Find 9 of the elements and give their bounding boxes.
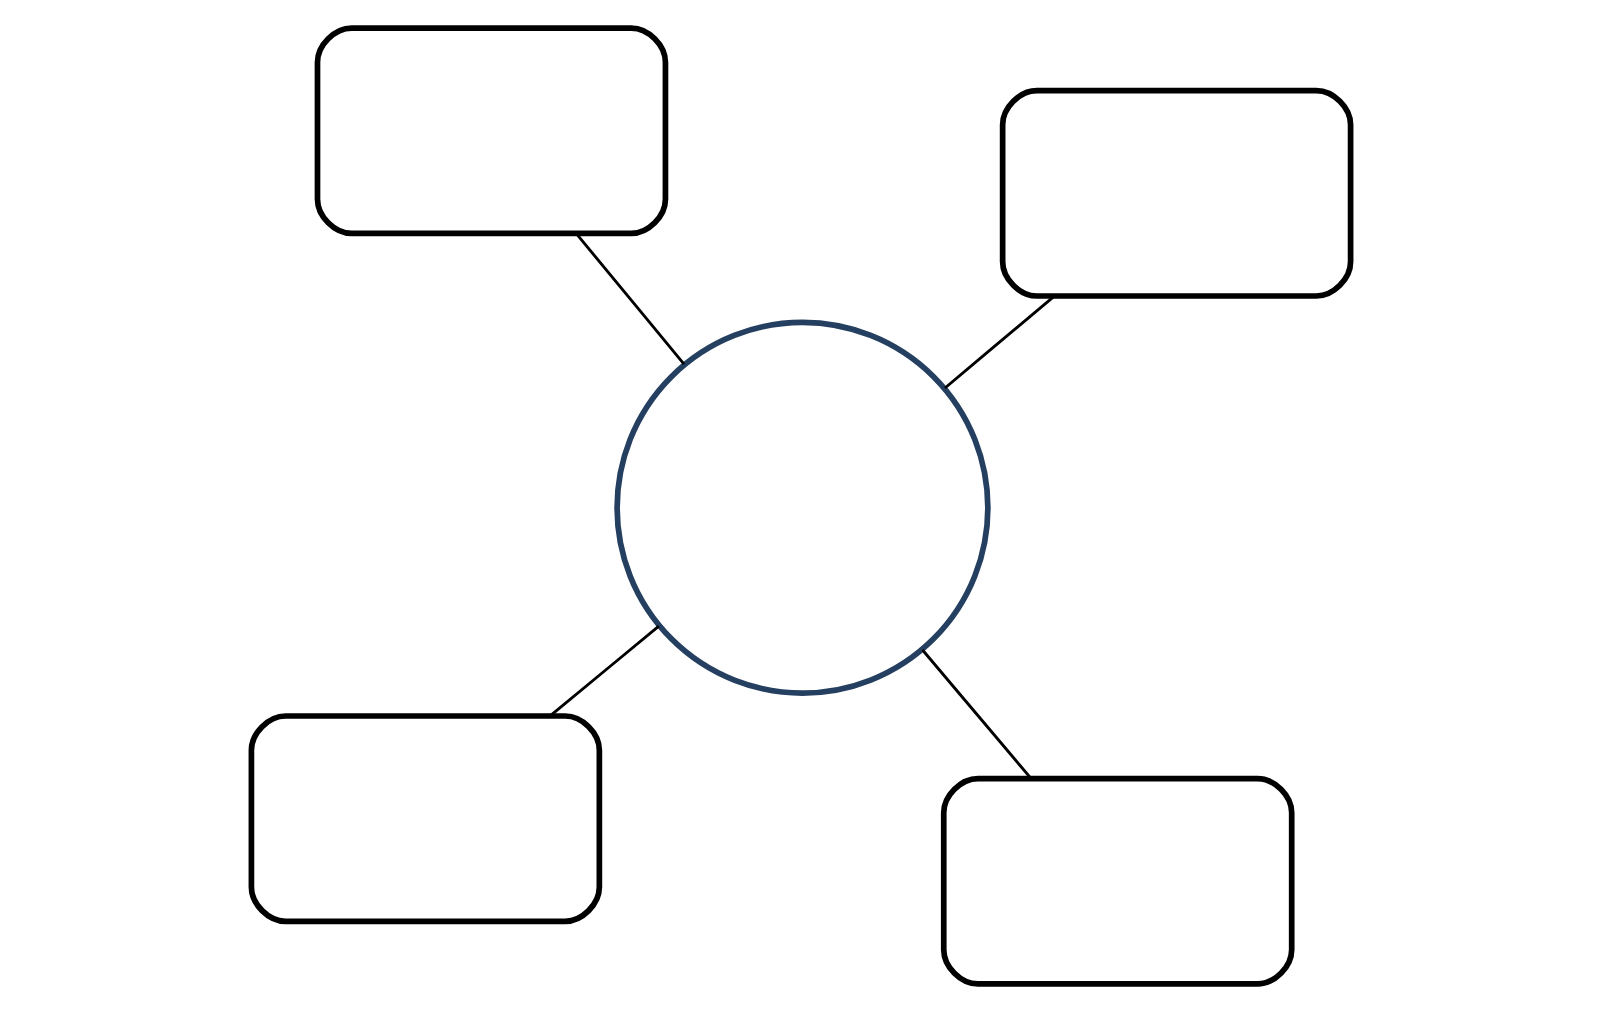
connector (943, 295, 1054, 390)
node-circle (613, 319, 990, 696)
connector (574, 233, 685, 366)
node-box (998, 87, 1353, 299)
connector (920, 649, 1031, 779)
node-box (939, 775, 1294, 987)
connector (548, 625, 659, 717)
node-box (313, 25, 668, 237)
node-box (247, 713, 602, 925)
